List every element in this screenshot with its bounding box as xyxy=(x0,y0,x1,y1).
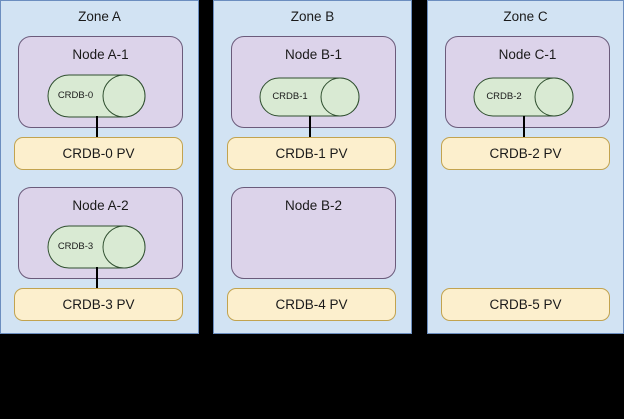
pv-box-crdb-3: CRDB-3 PV xyxy=(14,288,183,321)
pv-label-crdb-4: CRDB-4 PV xyxy=(275,296,348,312)
node-box-b-2: Node B-2 xyxy=(231,187,396,279)
zone-title-b: Zone B xyxy=(290,9,335,24)
pv-label-crdb-3: CRDB-3 PV xyxy=(62,296,135,312)
connector-crdb-2-to-pv xyxy=(523,116,525,138)
database-cylinder-crdb-1: CRDB-1 xyxy=(259,77,360,117)
zone-title-c: Zone C xyxy=(503,9,548,24)
zone-title-a: Zone A xyxy=(78,9,121,24)
node-title-b-1: Node B-1 xyxy=(284,47,343,62)
connector-crdb-3-to-pv xyxy=(96,267,98,289)
database-cylinder-crdb-0: CRDB-0 xyxy=(47,74,146,118)
connector-crdb-0-to-pv xyxy=(96,116,98,138)
pv-box-crdb-1: CRDB-1 PV xyxy=(227,137,396,170)
node-title-a-2: Node A-2 xyxy=(72,198,129,213)
connector-crdb-1-to-pv xyxy=(309,116,311,138)
pv-label-crdb-5: CRDB-5 PV xyxy=(489,296,562,312)
pv-label-crdb-2: CRDB-2 PV xyxy=(489,145,562,161)
node-title-c-1: Node C-1 xyxy=(498,47,557,62)
pv-label-crdb-1: CRDB-1 PV xyxy=(275,145,348,161)
node-title-b-2: Node B-2 xyxy=(284,198,343,213)
pv-label-crdb-0: CRDB-0 PV xyxy=(62,145,135,161)
node-title-a-1: Node A-1 xyxy=(72,47,129,62)
pv-box-crdb-0: CRDB-0 PV xyxy=(14,137,183,170)
database-cylinder-crdb-3: CRDB-3 xyxy=(47,225,146,269)
database-cylinder-crdb-2: CRDB-2 xyxy=(473,77,574,117)
pv-box-crdb-2: CRDB-2 PV xyxy=(441,137,610,170)
pv-box-crdb-5: CRDB-5 PV xyxy=(441,288,610,321)
pv-box-crdb-4: CRDB-4 PV xyxy=(227,288,396,321)
